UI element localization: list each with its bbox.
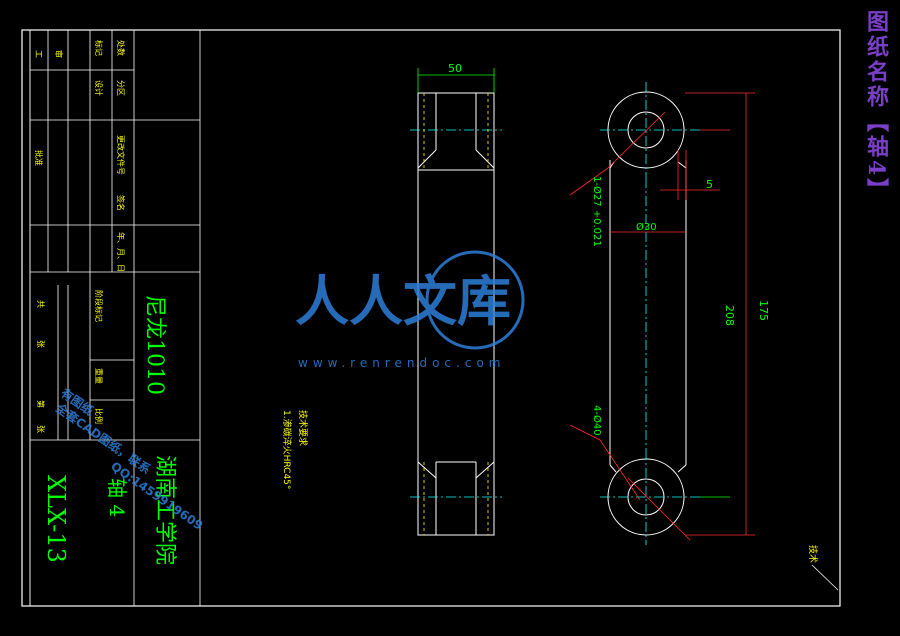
front-view (607, 91, 687, 536)
dim-lines-front (569, 92, 755, 541)
dim-offset-label: 5 (706, 178, 713, 191)
school-name: 湖南工学院 (152, 455, 177, 565)
dim-shaft-dia-label: Ø30 (636, 221, 657, 233)
watermark-url: www.renrendoc.com (298, 356, 505, 370)
tb-gengai: 更改文件号 (116, 135, 126, 175)
tb-chushu: 处数 (116, 40, 126, 56)
tb-date: 年、月、日 (116, 232, 126, 272)
watermark-logo-ring (425, 250, 525, 350)
drawing-title: 图纸名称【轴4】 (863, 10, 889, 204)
side-hidden-lines (423, 93, 489, 535)
title-block-texts: 工 审 标记 设计 处数 分区 更改文件号 签名 年、月、日 批准 阶段标记 重… (34, 40, 126, 433)
front-centerlines (600, 82, 700, 545)
tb-zhang2: 张 (36, 425, 45, 433)
tech-req-item: 1.渗碳淬火HRC45° (281, 410, 293, 489)
tb-gong: 共 (36, 300, 45, 308)
part-name: 轴 4 (105, 478, 129, 517)
tb-biaoji: 标记 (94, 40, 104, 56)
tb-sheji: 设计 (94, 80, 104, 96)
tb-qianming: 签名 (116, 195, 126, 211)
dim-hole-bottom-label: 4-Ø40 (591, 405, 603, 436)
tb-gongyi: 工 (34, 50, 43, 58)
tb-fenqu: 分区 (116, 80, 125, 96)
tb-shenhe: 审 (54, 50, 64, 58)
dim-width-top (417, 68, 495, 93)
tb-zhang1: 张 (36, 340, 45, 348)
material-label: 尼龙1010 (142, 295, 167, 395)
tech-req-title: 技术要求 (297, 410, 309, 446)
drawing-code: XLX-13 (42, 475, 70, 563)
title-block (29, 29, 201, 607)
tb-weight: 重量 (94, 368, 104, 384)
tb-di: 第 (36, 400, 46, 408)
dim-width-top-label: 50 (448, 62, 462, 75)
dim-center-distance-label: 208 (723, 305, 736, 326)
dim-hole-top-label: 1-Ø27 +0.021 (591, 176, 603, 247)
side-view (417, 92, 495, 536)
tb-scale: 比例 (94, 408, 104, 424)
tb-pizhun: 批准 (34, 150, 44, 166)
corner-signature: 技术 (807, 545, 819, 563)
watermark-brand: 人人文库 (295, 269, 511, 333)
tb-stage: 阶段标记 (94, 290, 104, 322)
corner-leader (811, 564, 839, 591)
dim-overall-length: 175 (757, 300, 770, 321)
